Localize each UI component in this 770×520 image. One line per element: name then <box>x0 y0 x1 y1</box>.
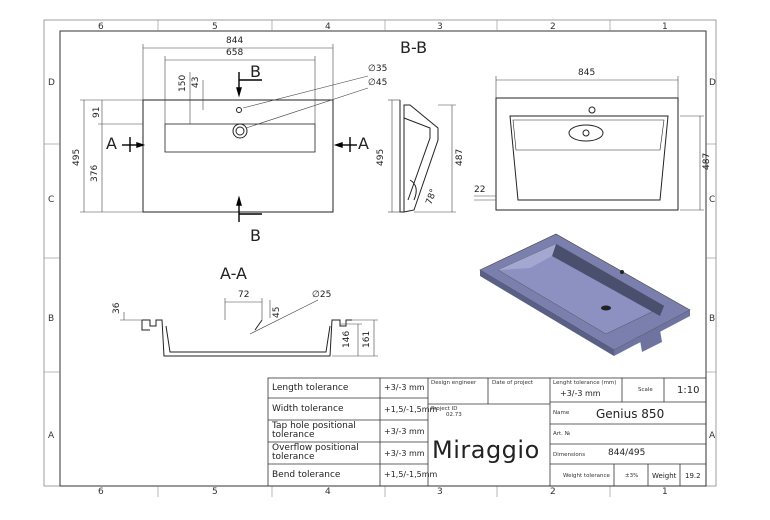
dim-495-side: 495 <box>376 148 386 166</box>
weight-value: 19.2 <box>685 472 701 480</box>
tol-taphole-label: Tap hole positional tolerance <box>272 421 356 440</box>
dim-36: 36 <box>112 302 122 314</box>
zone-col-3: 3 <box>437 22 443 32</box>
zone-col-3-bottom: 3 <box>437 487 443 497</box>
iso-view <box>479 233 691 356</box>
cut-marker-b-bottom: B <box>250 226 261 245</box>
weight-tol-label: Weight tolerance <box>563 473 610 479</box>
section-bb-title: B-B <box>400 38 428 57</box>
zone-row-d: D <box>48 78 55 88</box>
dim-146: 146 <box>342 330 352 348</box>
dimensions-value: 844/495 <box>608 448 646 458</box>
cut-marker-a-left: A <box>106 134 117 153</box>
dim-91: 91 <box>92 106 102 118</box>
tol-width-value: +1,5/-1,5mm <box>384 405 438 414</box>
tol-bend-label: Bend tolerance <box>272 470 341 480</box>
product-name: Genius 850 <box>596 407 665 421</box>
dim-161: 161 <box>362 330 372 348</box>
cut-marker-a-right: A <box>358 134 369 153</box>
dim-376: 376 <box>90 164 100 182</box>
zone-col-5: 5 <box>212 22 218 32</box>
name-label: Name <box>553 410 570 416</box>
dim-72: 72 <box>238 290 250 300</box>
weight-label: Weight <box>652 472 677 480</box>
dim-150: 150 <box>178 74 188 92</box>
dim-d45: ∅45 <box>368 78 388 88</box>
cut-marker-b-top: B <box>250 62 261 81</box>
dim-d25: ∅25 <box>312 290 332 300</box>
art-no-label: Art. № <box>553 431 571 437</box>
zone-col-6: 6 <box>98 22 104 32</box>
tol-length-label: Length tolerance <box>272 383 349 393</box>
project-id-value: 02.73 <box>446 412 462 418</box>
top-view <box>142 99 334 213</box>
length-tol-mm-label: Lenght tolerance (mm) <box>553 380 617 386</box>
dim-487-side: 487 <box>455 148 465 166</box>
title-block-grid <box>267 377 707 487</box>
dimensions-label: Dimensions <box>553 452 586 458</box>
section-aa-title: A-A <box>220 264 247 283</box>
zone-row-a-right: A <box>709 431 716 441</box>
zone-row-b: B <box>48 314 55 324</box>
tol-width-label: Width tolerance <box>272 404 344 414</box>
zone-row-d-right: D <box>709 78 716 88</box>
dim-845: 845 <box>578 68 596 78</box>
dim-487-right: 487 <box>702 152 712 170</box>
tol-length-value: +3/-3 mm <box>384 383 425 392</box>
right-view <box>495 97 679 211</box>
dim-22: 22 <box>474 185 486 195</box>
zone-row-c-right: C <box>709 195 716 205</box>
zone-col-2: 2 <box>550 22 556 32</box>
project-id-label: Project ID <box>431 406 458 412</box>
tol-overflow-label: Overflow positional tolerance <box>272 443 359 462</box>
section-aa <box>141 319 352 357</box>
date-of-project-label: Date of project <box>492 380 534 386</box>
dim-495: 495 <box>72 148 82 166</box>
dim-d35: ∅35 <box>368 64 388 74</box>
tol-overflow-value: +3/-3 mm <box>384 449 425 458</box>
tol-taphole-value: +3/-3 mm <box>384 427 425 436</box>
dim-844: 844 <box>226 36 244 46</box>
zone-col-2-bottom: 2 <box>550 487 556 497</box>
zone-col-4: 4 <box>325 22 331 32</box>
tol-bend-value: +1,5/-1,5mm <box>384 470 438 479</box>
length-tol-mm-value: +3/-3 mm <box>560 389 601 398</box>
dim-43: 43 <box>191 76 201 88</box>
zone-col-5-bottom: 5 <box>212 487 218 497</box>
zone-col-4-bottom: 4 <box>325 487 331 497</box>
dim-658: 658 <box>226 48 244 58</box>
zone-row-a: A <box>48 431 55 441</box>
weight-tol-value: ±3% <box>625 473 639 479</box>
zone-col-6-bottom: 6 <box>98 487 104 497</box>
zone-col-1-bottom: 1 <box>662 487 668 497</box>
zone-col-1: 1 <box>662 22 668 32</box>
zone-row-c: C <box>48 195 55 205</box>
dim-45-aa: 45 <box>272 306 282 318</box>
brand-logo-text: Miraggio <box>432 436 540 464</box>
section-bb <box>399 100 439 213</box>
design-engineer-label: Design engineer <box>431 380 477 386</box>
scale-value: 1:10 <box>677 385 700 396</box>
zone-row-b-right: B <box>709 314 716 324</box>
scale-label: Scale <box>638 387 653 393</box>
